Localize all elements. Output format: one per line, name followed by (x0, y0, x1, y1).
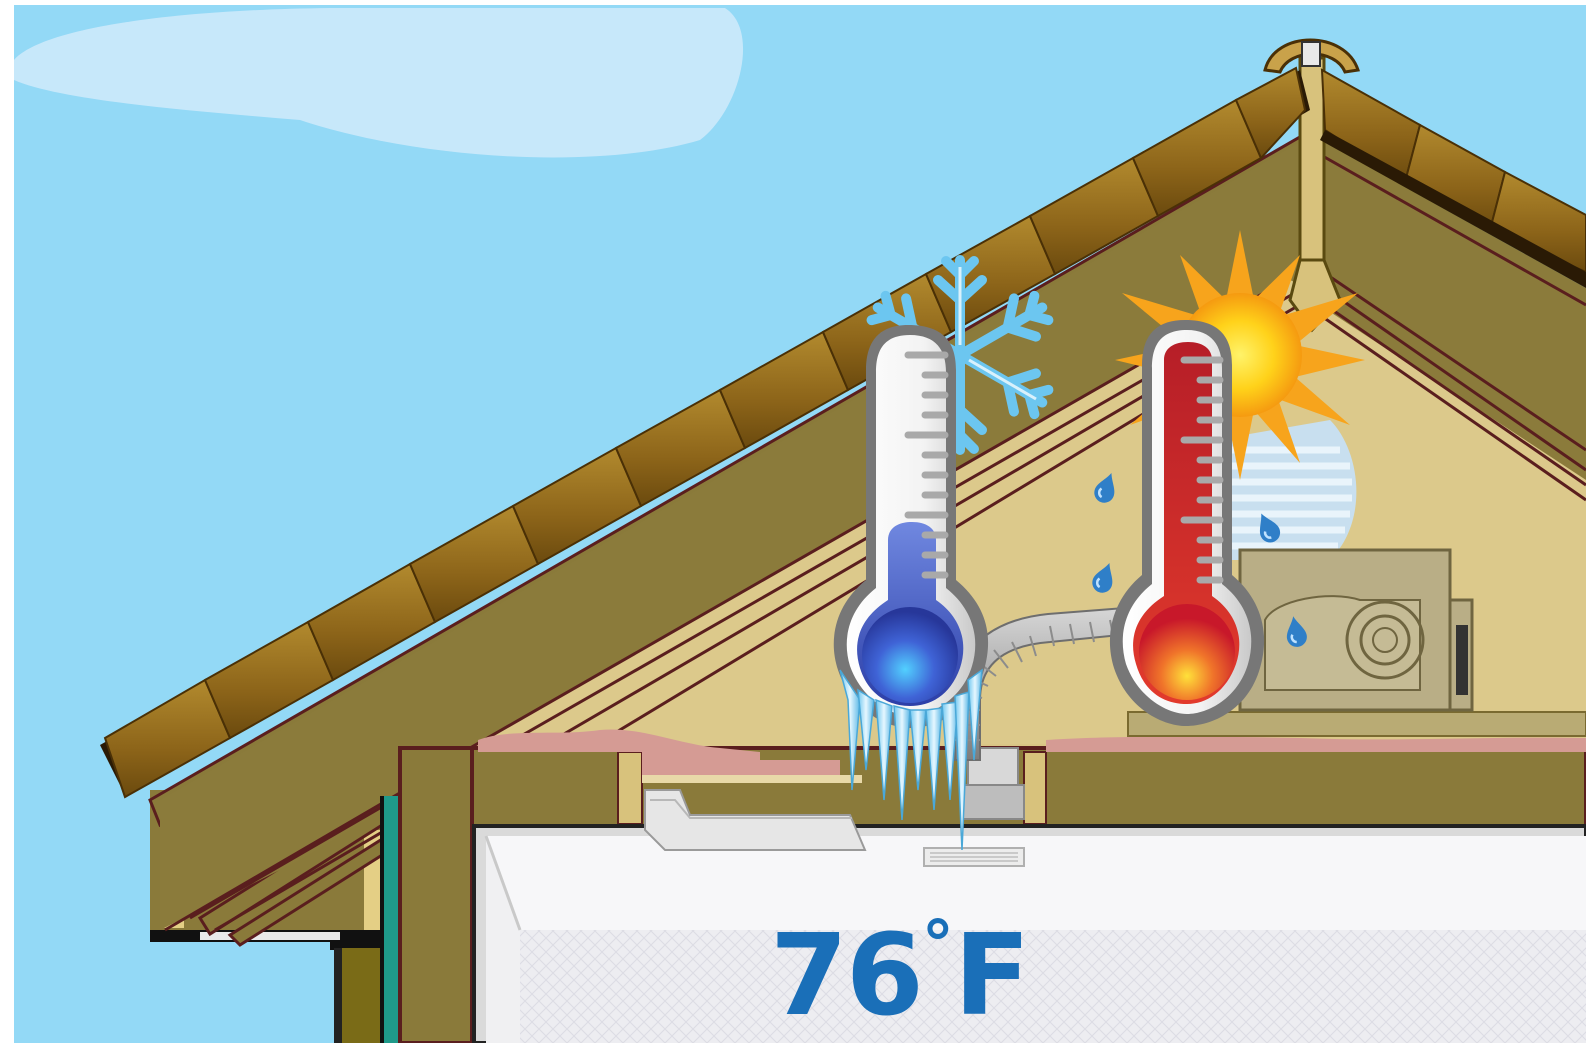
temperature-number: 76 (770, 911, 922, 1041)
room-temperature-label: 76°F (770, 880, 1030, 1041)
temperature-unit: F (954, 911, 1029, 1041)
degree-symbol: ° (922, 908, 954, 982)
